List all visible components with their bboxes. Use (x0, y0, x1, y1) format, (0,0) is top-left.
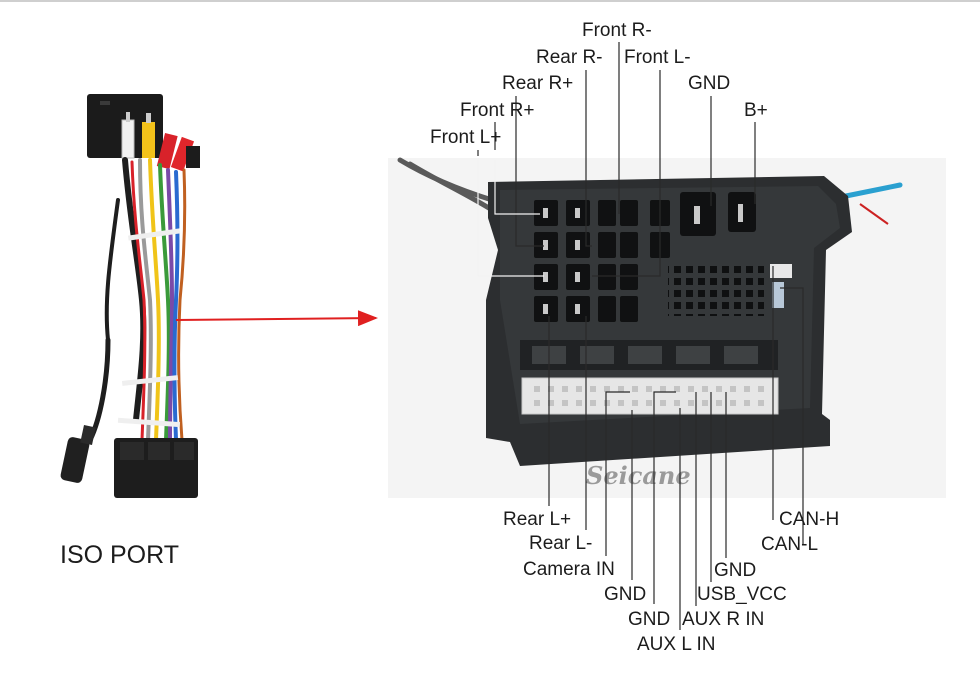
label-gnd-3: GND (714, 560, 756, 581)
label-rear-l-plus: Rear L+ (503, 509, 571, 530)
label-rear-r-plus: Rear R+ (502, 73, 573, 94)
label-b-plus: B+ (744, 100, 768, 121)
label-camera-in: Camera IN (523, 559, 615, 580)
dc-plug (60, 424, 96, 483)
label-gnd-1: GND (604, 584, 646, 605)
rca-plugs (121, 112, 200, 172)
label-gnd-2: GND (628, 609, 670, 630)
harness-image (60, 94, 200, 498)
label-can-h: CAN-H (779, 509, 839, 530)
label-aux-r-in: AUX R IN (682, 609, 764, 630)
leader-rear-r-minus (585, 70, 592, 247)
top-divider (0, 0, 980, 2)
leader-rear-r-plus (515, 96, 544, 247)
brand-watermark: Seicane (586, 461, 691, 490)
leader-camera-in (605, 391, 630, 556)
iso-port-caption: ISO PORT (60, 541, 179, 569)
label-front-r-plus: Front R+ (460, 100, 534, 121)
pointer-arrow (175, 310, 378, 327)
label-aux-l-in: AUX L IN (637, 634, 716, 655)
connector-photo (388, 157, 946, 498)
label-usb-vcc: USB_VCC (697, 584, 787, 605)
pin-labels-right: CAN-H CAN-L (761, 509, 839, 555)
label-front-l-plus: Front L+ (430, 127, 501, 148)
can-pin-grid (668, 262, 764, 316)
pin-labels-top: Front R- Rear R- Front L- Rear R+ GND Fr… (430, 20, 768, 148)
leader-can-l (780, 287, 804, 544)
harness-cables (87, 157, 187, 443)
label-rear-l-minus: Rear L- (529, 533, 592, 554)
cable-ties (117, 228, 181, 428)
leader-gnd-2 (653, 391, 676, 604)
label-gnd-top: GND (688, 73, 730, 94)
leader-front-r-plus (494, 160, 540, 215)
pin-labels-bottom: Rear L+ Rear L- Camera IN GND GND AUX L … (503, 509, 787, 655)
leader-lines (477, 42, 804, 630)
pin-tips (543, 204, 743, 314)
label-front-l-minus: Front L- (624, 47, 691, 68)
label-can-l: CAN-L (761, 534, 818, 555)
leader-front-l-plus (477, 160, 544, 277)
leader-front-l-minus (592, 70, 661, 277)
label-rear-r-minus: Rear R- (536, 47, 603, 68)
iso-plug (114, 438, 198, 498)
label-front-r-minus: Front R- (582, 20, 652, 41)
quadlock-block (521, 377, 779, 415)
